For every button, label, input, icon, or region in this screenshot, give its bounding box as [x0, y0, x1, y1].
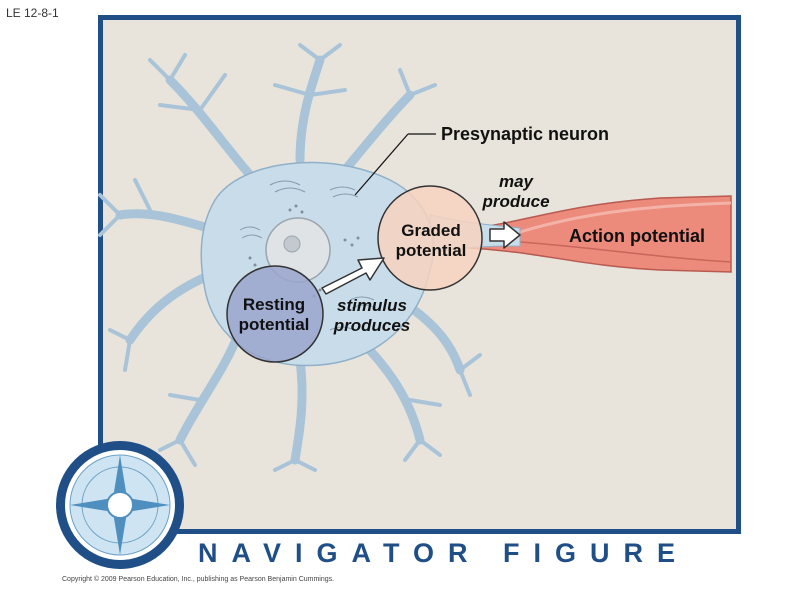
graded-potential-circle: [377, 185, 483, 291]
copyright-notice: Copyright © 2009 Pearson Education, Inc.…: [62, 576, 335, 583]
navigator-figure-title: NAVIGATOR FIGURE: [198, 538, 690, 568]
graded-line2: potential: [395, 241, 467, 260]
arrow-right-icon: [321, 257, 385, 295]
may-produce-line2: produce: [482, 192, 550, 211]
action-potential-label: Action potential: [569, 226, 705, 246]
graded-potential-label: Graded potential: [383, 221, 479, 261]
compass-rose-icon: [56, 441, 184, 569]
stimulus-line2: produces: [333, 316, 411, 335]
presynaptic-neuron-label: Presynaptic neuron: [441, 124, 610, 144]
stimulus-line1: stimulus: [337, 296, 407, 315]
stimulus-produces-label: stimulus produces: [322, 296, 422, 336]
slide-label: LE 12-8-1: [6, 6, 59, 20]
axon: [469, 195, 732, 273]
resting-potential-circle: [226, 265, 324, 363]
resting-line2: potential: [238, 315, 310, 334]
arrow-right-icon: [489, 221, 521, 249]
dendrites: [98, 43, 482, 472]
resting-line1: Resting: [242, 295, 306, 314]
may-produce-label: may produce: [476, 172, 556, 212]
may-produce-line1: may: [498, 172, 534, 191]
resting-potential-label: Resting potential: [228, 295, 320, 335]
graded-line1: Graded: [401, 221, 461, 240]
